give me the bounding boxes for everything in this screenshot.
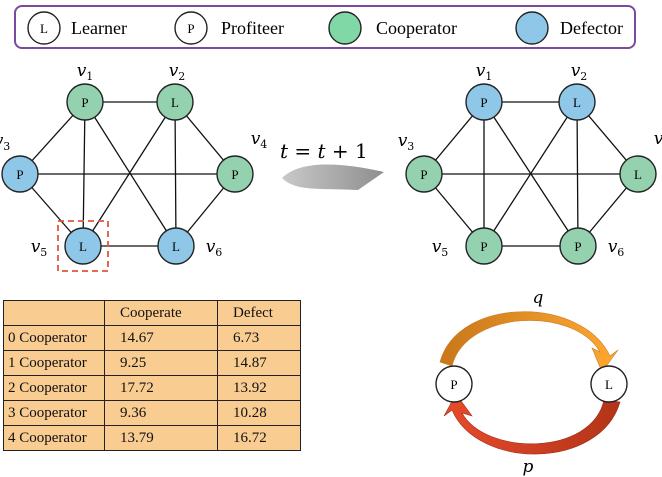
graph-node-name: v1	[476, 61, 493, 83]
graph-node-name: v4	[251, 129, 268, 151]
graph-node-role: P	[81, 95, 88, 110]
table-cell: 2 Cooperator	[3, 375, 105, 401]
table-cell: 10.28	[216, 400, 302, 426]
defector-legend-label: Defector	[560, 18, 623, 38]
table-row: 2 Cooperator 17.72 13.92	[3, 375, 302, 401]
table-header-cell: Cooperate	[104, 300, 218, 326]
graph-node-role: L	[79, 239, 87, 254]
table-cell: 17.72	[104, 375, 218, 401]
graph-node-v4	[619, 155, 657, 193]
table-cell: 14.87	[216, 350, 302, 376]
probability-p-label: p	[523, 457, 534, 477]
legend-item-defector: Defector	[515, 11, 623, 45]
graph-node-v6	[157, 227, 195, 265]
table-cell: 14.67	[104, 325, 218, 351]
graph-node-role: P	[480, 239, 487, 254]
graph-node-name: v2	[571, 61, 588, 83]
table-row: 4 Cooperator 13.79 16.72	[3, 425, 302, 451]
table-cell: 9.36	[104, 400, 218, 426]
defector-legend-marker	[515, 11, 549, 45]
graph-node-name: v3	[398, 131, 415, 153]
graph-node-role: L	[171, 95, 179, 110]
time-transition: t = t + 1	[280, 139, 384, 190]
graph-node-v6	[559, 227, 597, 265]
graph-node-name: v6	[608, 237, 625, 259]
table-cell: 0 Cooperator	[3, 325, 105, 351]
table-cell: 13.92	[216, 375, 302, 401]
table-row: 1 Cooperator 9.25 14.87	[3, 350, 302, 376]
graph-node-v4	[216, 155, 254, 193]
learner-legend-label: Learner	[71, 18, 127, 38]
transition-label: t = t + 1	[280, 139, 368, 163]
graph-node-role: L	[172, 239, 180, 254]
table-header-cell	[3, 300, 105, 326]
graph-node-v3	[405, 155, 443, 193]
cooperator-legend-marker	[328, 11, 362, 45]
learner-legend-glyph: L	[40, 21, 48, 36]
profiteer-node-label: P	[450, 377, 457, 392]
learner-node-label: L	[605, 377, 613, 392]
legend-item-profiteer: P Profiteer	[174, 11, 284, 45]
profiteer-to-learner-arrow	[439, 311, 619, 373]
graph-node-v1	[66, 83, 104, 121]
profiteer-node	[435, 365, 473, 403]
learner-node	[590, 365, 628, 403]
table-cell: 16.72	[216, 425, 302, 451]
table-cell: 13.79	[104, 425, 218, 451]
graph-node-role: P	[231, 167, 238, 182]
learner-to-profiteer-arrow	[443, 393, 621, 455]
graph-node-role: L	[573, 95, 581, 110]
graph-node-v5	[64, 227, 102, 265]
legend-item-cooperator: Cooperator	[328, 11, 457, 45]
graph-node-role: L	[634, 167, 642, 182]
graph-node-v5	[465, 227, 503, 265]
graph-node-role: P	[16, 167, 23, 182]
graph-node-name: v4	[654, 129, 662, 151]
transition-arrow	[282, 164, 384, 190]
table-cell: 9.25	[104, 350, 218, 376]
network-graph-after: Pv1Lv2Pv3Lv4Pv5Pv6	[398, 61, 662, 265]
legend-item-learner: L Learner	[27, 11, 127, 45]
profiteer-legend-label: Profiteer	[221, 18, 284, 38]
table-header-row: Cooperate Defect	[3, 300, 302, 326]
learner-legend-marker	[27, 11, 61, 45]
selected-node-box	[57, 220, 109, 272]
table-header-cell: Defect	[216, 300, 302, 326]
graph-node-name: v5	[432, 237, 449, 259]
probability-q-label: q	[533, 288, 544, 308]
table-row: 3 Cooperator 9.36 10.28	[3, 400, 302, 426]
table-cell: 3 Cooperator	[3, 400, 105, 426]
table-cell: 1 Cooperator	[3, 350, 105, 376]
graph-node-name: v5	[31, 237, 48, 259]
graph-node-v2	[156, 83, 194, 121]
legend-box	[14, 5, 636, 49]
graph-node-name: v2	[169, 61, 186, 83]
table-cell: 6.73	[216, 325, 302, 351]
profiteer-legend-glyph: P	[187, 21, 194, 36]
profiteer-legend-marker	[174, 11, 208, 45]
graph-node-v3	[1, 155, 39, 193]
graph-node-role: P	[480, 95, 487, 110]
payoff-table: Cooperate Defect 0 Cooperator 14.67 6.73…	[3, 300, 302, 451]
network-graph-before: Pv1Lv2Pv3Pv4Lv5Lv6	[0, 61, 268, 272]
table-cell: 4 Cooperator	[3, 425, 105, 451]
graph-node-role: P	[574, 239, 581, 254]
graph-node-v2	[558, 83, 596, 121]
graph-node-v1	[465, 83, 503, 121]
cooperator-legend-label: Cooperator	[376, 18, 457, 38]
table-row: 0 Cooperator 14.67 6.73	[3, 325, 302, 351]
graph-node-role: P	[420, 167, 427, 182]
graph-node-name: v6	[206, 237, 223, 259]
graph-node-name: v1	[77, 61, 94, 83]
graph-node-name: v3	[0, 131, 10, 153]
role-switch-cycle: P L q p	[435, 288, 628, 477]
